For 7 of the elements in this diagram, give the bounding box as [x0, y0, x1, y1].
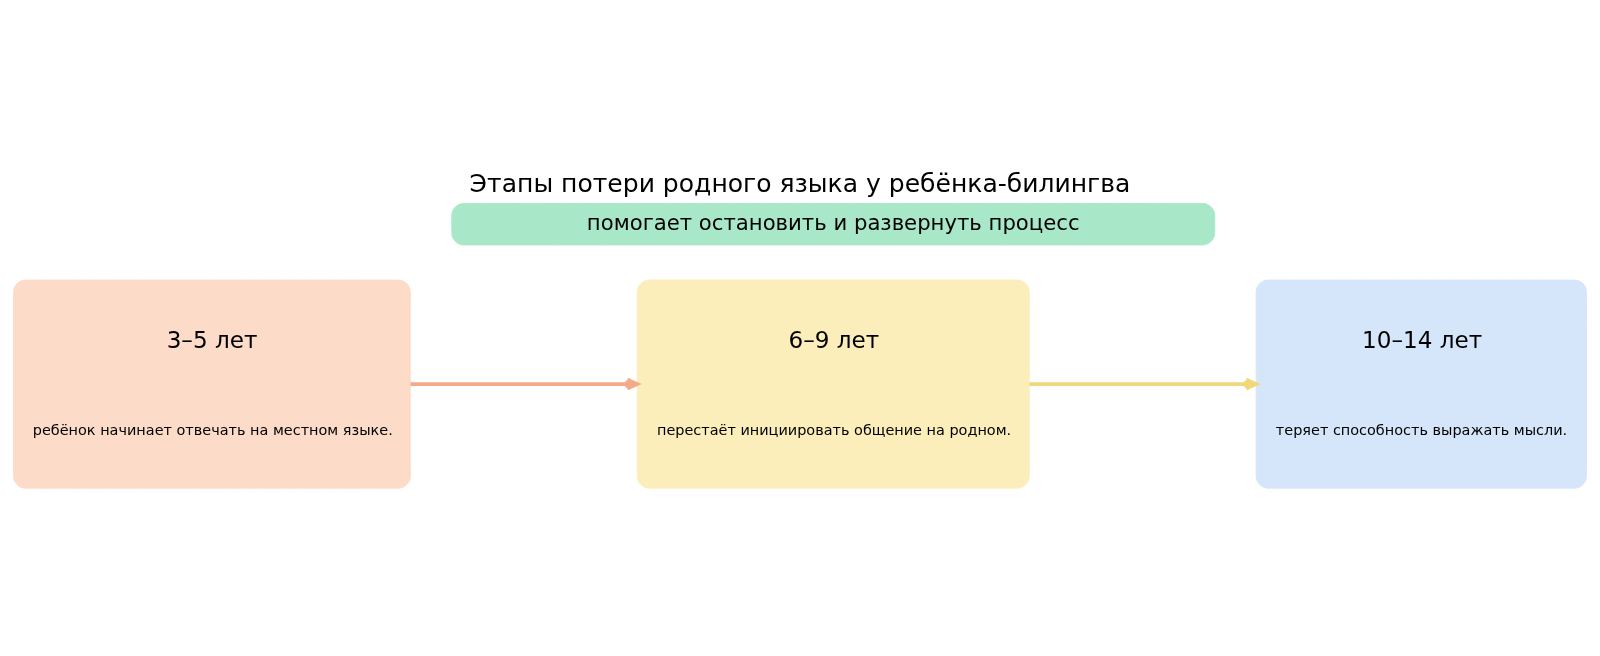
diagram-title: Этапы потери родного языка у ребёнка-билингва — [469, 168, 1131, 198]
arrow — [1029, 377, 1258, 391]
node-box: помогает остановить и развернуть процесс — [451, 203, 1216, 246]
node-box: 3–5 лет ребёнок начинает отвечать на местном языке. — [13, 279, 411, 489]
arrow — [410, 377, 640, 391]
node-box: 6–9 лет перестаёт инициировать общение на родном. — [636, 279, 1030, 489]
node-box: 10–14 лет теряет способность выражать мысли. — [1255, 279, 1587, 489]
